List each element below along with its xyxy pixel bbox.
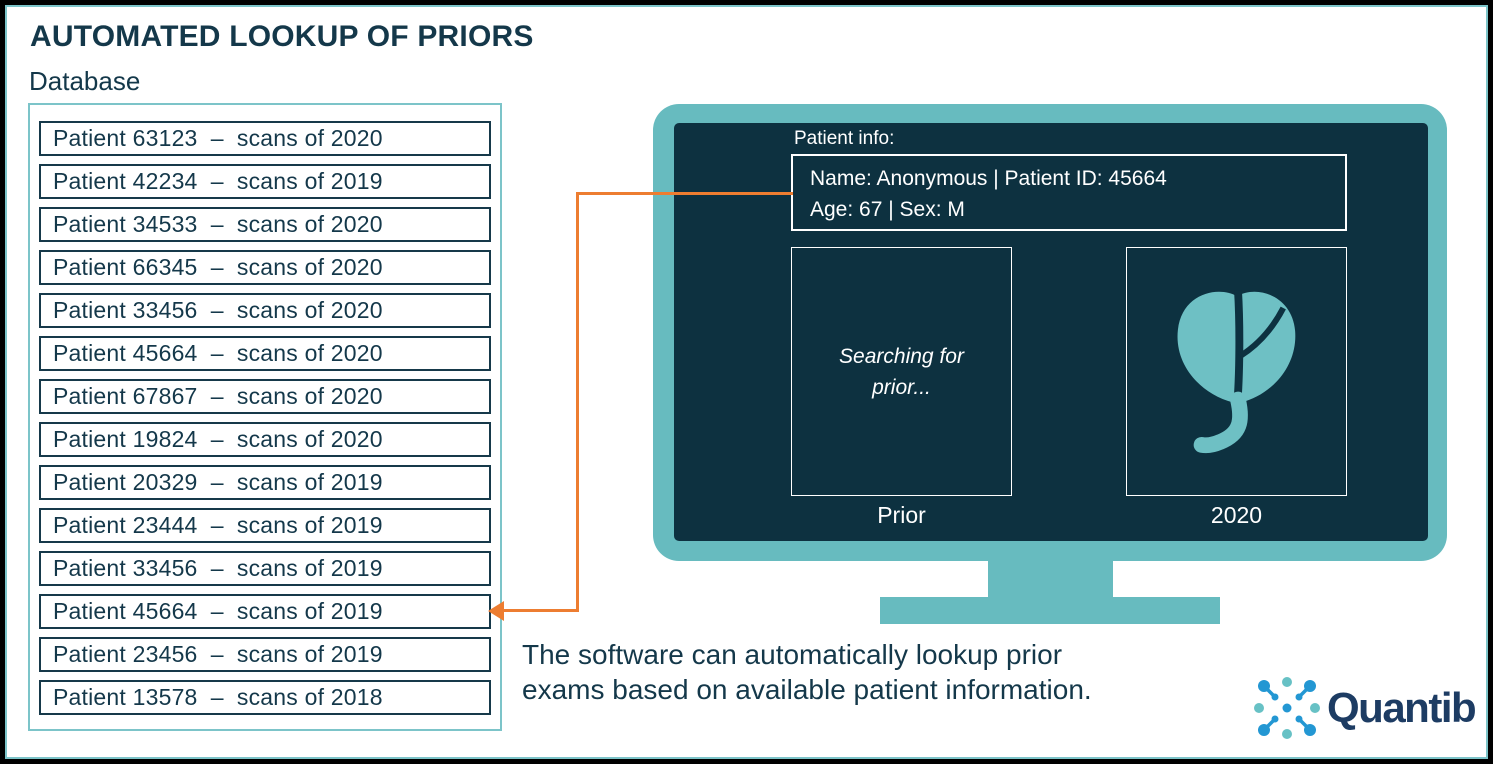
- quantib-molecule-icon: [1254, 677, 1320, 739]
- database-row-label: Patient 42234 – scans of 2019: [53, 168, 383, 194]
- database-label: Database: [29, 66, 141, 96]
- database-row-label: Patient 23456 – scans of 2019: [53, 641, 383, 667]
- lookup-arrow-head-icon: [488, 601, 504, 621]
- current-box-label: 2020: [1210, 502, 1263, 528]
- prostate-organ-icon: [1177, 289, 1295, 453]
- database-row-label: Patient 19824 – scans of 2020: [53, 426, 383, 452]
- database-row-label: Patient 33456 – scans of 2020: [53, 297, 383, 323]
- database-row: Patient 20329 – scans of 2019: [39, 465, 491, 500]
- database-row-label: Patient 67867 – scans of 2020: [53, 383, 383, 409]
- patient-info-label: Patient info:: [794, 128, 895, 149]
- page-title: AUTOMATED LOOKUP OF PRIORS: [30, 20, 534, 53]
- database-row-label: Patient 34533 – scans of 2020: [53, 211, 383, 237]
- lookup-arrow-line-bottom: [502, 609, 579, 612]
- database-row: Patient 63123 – scans of 2020: [39, 121, 491, 156]
- database-list: Patient 63123 – scans of 2020 Patient 42…: [28, 103, 502, 731]
- database-row-label: Patient 45664 – scans of 2019: [53, 598, 383, 624]
- patient-info-line-2: Age: 67 | Sex: M: [810, 198, 965, 221]
- caption-line-2: exams based on available patient informa…: [522, 674, 1092, 705]
- patient-info-line-1: Name: Anonymous | Patient ID: 45664: [810, 167, 1167, 190]
- lookup-arrow-line-top: [576, 192, 793, 195]
- prior-scan-box: Searching for prior...: [791, 247, 1012, 496]
- lookup-arrow-line-vertical: [576, 192, 579, 612]
- current-scan-box: [1126, 247, 1347, 496]
- database-row-label: Patient 20329 – scans of 2019: [53, 469, 383, 495]
- database-row: Patient 33456 – scans of 2020: [39, 293, 491, 328]
- monitor-stand-base: [880, 597, 1220, 624]
- database-row: Patient 34533 – scans of 2020: [39, 207, 491, 242]
- database-row-label: Patient 63123 – scans of 2020: [53, 125, 383, 151]
- database-row-label: Patient 13578 – scans of 2018: [53, 684, 383, 710]
- database-row: Patient 66345 – scans of 2020: [39, 250, 491, 285]
- database-row-label: Patient 33456 – scans of 2019: [53, 555, 383, 581]
- database-row: Patient 13578 – scans of 2018: [39, 680, 491, 715]
- monitor-screen: Patient info: Name: Anonymous | Patient …: [674, 123, 1428, 541]
- monitor-stand-neck: [988, 560, 1113, 598]
- database-row: Patient 33456 – scans of 2019: [39, 551, 491, 586]
- database-row: Patient 67867 – scans of 2020: [39, 379, 491, 414]
- database-row: Patient 23456 – scans of 2019: [39, 637, 491, 672]
- database-row-label: Patient 23444 – scans of 2019: [53, 512, 383, 538]
- caption-text: The software can automatically lookup pr…: [522, 637, 1092, 707]
- searching-status-text: Searching for prior...: [839, 344, 964, 399]
- caption-line-1: The software can automatically lookup pr…: [522, 639, 1063, 670]
- database-row-label: Patient 66345 – scans of 2020: [53, 254, 383, 280]
- database-row: Patient 19824 – scans of 2020: [39, 422, 491, 457]
- database-row: Patient 42234 – scans of 2019: [39, 164, 491, 199]
- database-row: Patient 45664 – scans of 2019: [39, 594, 491, 629]
- prior-box-label: Prior: [877, 502, 926, 528]
- database-row: Patient 23444 – scans of 2019: [39, 508, 491, 543]
- database-row-label: Patient 45664 – scans of 2020: [53, 340, 383, 366]
- patient-info-box: Name: Anonymous | Patient ID: 45664 Age:…: [791, 154, 1347, 231]
- quantib-wordmark: Quantib: [1327, 684, 1477, 731]
- database-row: Patient 45664 – scans of 2020: [39, 336, 491, 371]
- monitor-frame: Patient info: Name: Anonymous | Patient …: [653, 104, 1447, 561]
